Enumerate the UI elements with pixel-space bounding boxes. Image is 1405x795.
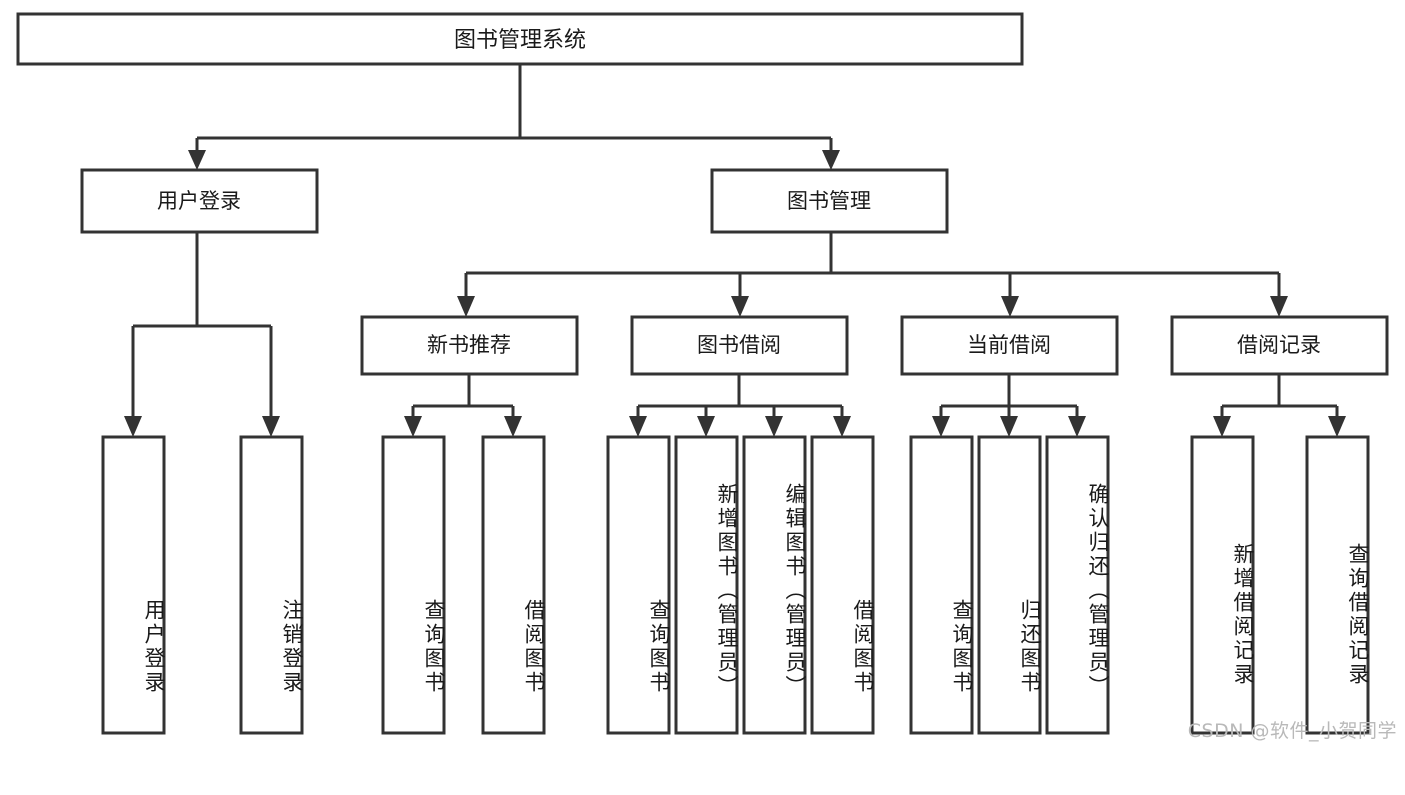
node-leaf-confirm-return[interactable]	[1045, 435, 1110, 735]
arrowhead-leaf-query-book-2	[629, 416, 647, 437]
node-leaf-edit-book[interactable]	[742, 435, 807, 735]
node-leaf-query-book-1[interactable]	[381, 435, 446, 735]
arrowhead-borrow-record	[1270, 296, 1288, 317]
node-leaf-query-record[interactable]	[1305, 435, 1370, 735]
edges-layer	[124, 64, 1346, 437]
nodes-layer: 图书管理系统 用户登录 图书管理 新书推荐 图书借阅 当前借阅 借阅记录	[16, 12, 1389, 735]
arrowhead-leaf-borrow-book-2	[833, 416, 851, 437]
node-leaf-add-record[interactable]	[1190, 435, 1255, 735]
node-current-borrow-label: 当前借阅	[967, 333, 1051, 357]
node-leaf-add-book[interactable]	[674, 435, 739, 735]
node-borrow-record[interactable]	[1170, 315, 1389, 376]
node-borrow-record-label: 借阅记录	[1237, 333, 1321, 357]
arrowhead-leaf-logout-login	[262, 416, 280, 437]
node-book-borrow-label: 图书借阅	[697, 333, 781, 357]
node-new-book-recommend-label: 新书推荐	[427, 333, 511, 357]
arrowhead-user-login	[188, 150, 206, 170]
arrowhead-book-borrow	[731, 296, 749, 317]
node-leaf-user-login[interactable]	[101, 435, 166, 735]
node-leaf-logout-login[interactable]	[239, 435, 304, 735]
arrowhead-leaf-borrow-book-1	[504, 416, 522, 437]
node-user-login[interactable]	[80, 168, 319, 234]
node-leaf-query-book-3[interactable]	[909, 435, 974, 735]
node-leaf-return-book[interactable]	[977, 435, 1042, 735]
node-leaf-query-book-2[interactable]	[606, 435, 671, 735]
node-book-borrow[interactable]	[630, 315, 849, 376]
arrowhead-leaf-query-book-3	[932, 416, 950, 437]
arrowhead-current-borrow	[1001, 296, 1019, 317]
node-leaf-borrow-book-2[interactable]	[810, 435, 875, 735]
arrowhead-leaf-add-record	[1213, 416, 1231, 437]
arrowhead-new-book-recommend	[457, 296, 475, 317]
node-current-borrow[interactable]	[900, 315, 1119, 376]
arrowhead-leaf-edit-book	[765, 416, 783, 437]
csdn-watermark: CSDN @软件_小贺同学	[1187, 720, 1397, 742]
arrowhead-book-management	[822, 150, 840, 170]
node-book-management-label: 图书管理	[787, 189, 871, 213]
arrowhead-leaf-return-book	[1000, 416, 1018, 437]
arrowhead-leaf-confirm-return	[1068, 416, 1086, 437]
node-new-book-recommend[interactable]	[360, 315, 579, 376]
arrowhead-leaf-query-book-1	[404, 416, 422, 437]
node-book-management[interactable]	[710, 168, 949, 234]
node-user-login-label: 用户登录	[157, 189, 241, 213]
diagram-canvas: 图书管理系统 用户登录 图书管理 新书推荐 图书借阅 当前借阅 借阅记录	[16, 12, 1397, 742]
node-leaf-borrow-book-1[interactable]	[481, 435, 546, 735]
arrowhead-leaf-add-book	[697, 416, 715, 437]
arrowhead-leaf-query-record	[1328, 416, 1346, 437]
node-root[interactable]	[16, 12, 1024, 66]
hierarchy-diagram-svg: 图书管理系统 用户登录 图书管理 新书推荐 图书借阅 当前借阅 借阅记录	[16, 12, 1389, 735]
node-root-label: 图书管理系统	[454, 28, 586, 53]
arrowhead-leaf-user-login	[124, 416, 142, 437]
